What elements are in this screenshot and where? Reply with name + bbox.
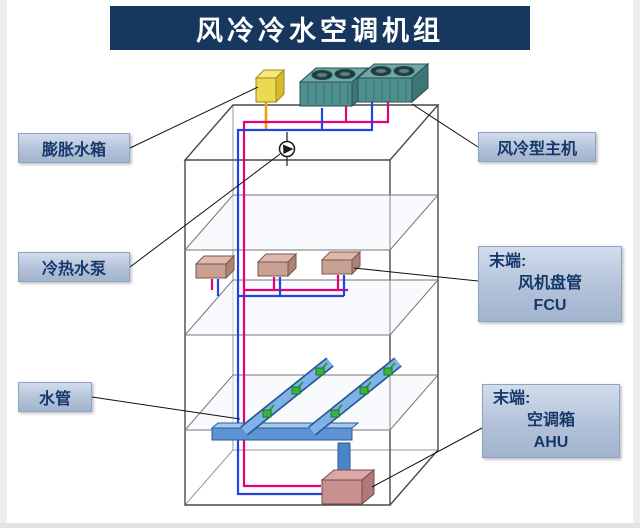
ahu-box	[320, 468, 376, 506]
label-water-pump-text: 冷热水泵	[41, 261, 106, 278]
label-expansion-tank-text: 膨胀水箱	[41, 142, 106, 159]
leader-lines	[91, 86, 483, 488]
expansion-tank	[254, 68, 286, 104]
label-water-pipe-text: 水管	[38, 391, 71, 408]
page-edge-right	[633, 0, 640, 528]
floor-plates	[183, 194, 440, 431]
supply-outlets	[262, 362, 396, 418]
page-title: 风冷冷水空调机组	[196, 15, 444, 46]
page-edge-bottom	[0, 523, 640, 528]
fcu-box-2	[256, 252, 298, 278]
label-terminal-fcu-line2: 风机盘管	[517, 275, 582, 292]
fcu-boxes	[194, 250, 362, 280]
label-expansion-tank: 膨胀水箱	[18, 133, 130, 163]
label-terminal-ahu-line1: 末端:	[493, 390, 531, 407]
label-water-pipe: 水管	[18, 382, 92, 412]
label-water-pump: 冷热水泵	[18, 252, 130, 282]
pipe-hot-magenta	[210, 102, 390, 488]
label-air-cooled-chiller: 风冷型主机	[478, 132, 596, 162]
title-banner: 风冷冷水空调机组	[110, 6, 530, 50]
chilled-water-pipes	[210, 100, 390, 496]
label-terminal-fcu-line1: 末端:	[489, 253, 527, 270]
label-terminal-fcu-line3: FCU	[533, 297, 567, 314]
fcu-box-1	[194, 254, 236, 280]
fan-icon	[370, 65, 415, 77]
duct-runs	[210, 357, 402, 474]
label-terminal-ahu: 末端: 空调箱 AHU	[482, 384, 620, 458]
page-edge-left	[0, 0, 7, 528]
pump-icon	[278, 132, 296, 166]
fcu-box-3	[320, 250, 362, 276]
label-terminal-fcu: 末端: 风机盘管 FCU	[478, 246, 622, 322]
label-terminal-ahu-line3: AHU	[533, 434, 569, 451]
chiller-unit-2	[356, 62, 430, 104]
chiller-unit-1	[298, 66, 370, 108]
label-air-cooled-chiller-text: 风冷型主机	[496, 141, 577, 158]
pipe-cold-blue	[216, 100, 374, 496]
label-terminal-ahu-line2: 空调箱	[526, 412, 575, 429]
fan-icon	[311, 68, 356, 81]
